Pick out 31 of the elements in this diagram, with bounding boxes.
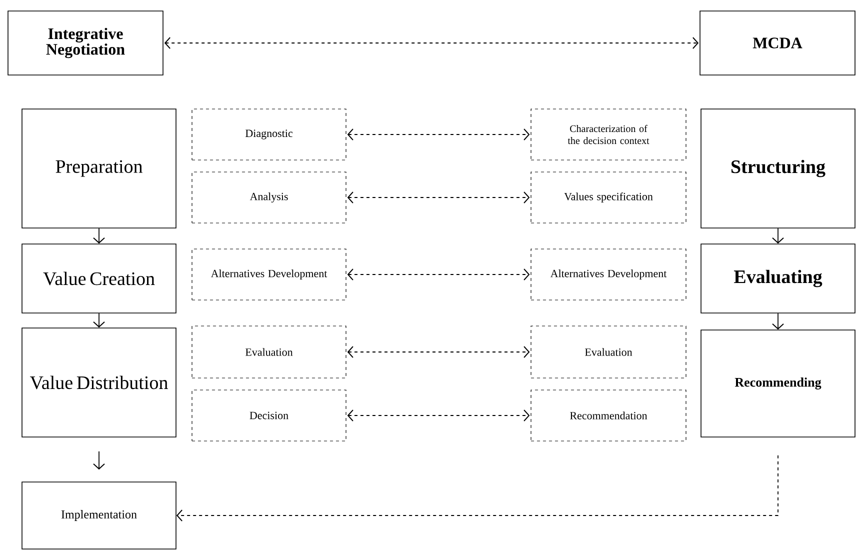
- arrow: [347, 410, 530, 422]
- phase-box: Evaluating: [700, 244, 856, 314]
- arrow: [93, 450, 105, 470]
- step-box: Recommendation: [530, 390, 686, 442]
- arrow: [93, 312, 105, 328]
- step-box: Characterization of the decision context: [530, 108, 686, 160]
- arrow: [347, 192, 530, 204]
- step-box: Analysis: [192, 172, 346, 224]
- step-box: Evaluation: [530, 326, 686, 378]
- phase-box: Value Distribution: [22, 328, 176, 438]
- arrow: [176, 454, 778, 522]
- step-box: Values specification: [530, 172, 686, 224]
- arrow: [347, 346, 530, 358]
- arrow: [93, 228, 105, 244]
- phase-box: Implementation: [22, 482, 176, 550]
- step-box: Alternatives Development: [530, 248, 686, 300]
- step-box: Decision: [192, 390, 346, 442]
- heading-box: Integrative Negotiation: [8, 10, 164, 76]
- arrow: [772, 228, 784, 244]
- step-box: Evaluation: [192, 326, 346, 378]
- arrow: [164, 37, 699, 49]
- phase-box: Structuring: [700, 108, 856, 228]
- phase-box: Value Creation: [22, 244, 176, 314]
- phase-box: Recommending: [700, 330, 856, 438]
- phase-box: Preparation: [22, 108, 176, 228]
- heading-box: MCDA: [700, 10, 856, 76]
- step-box: Diagnostic: [192, 108, 346, 160]
- arrow: [772, 312, 784, 330]
- arrow: [347, 128, 530, 140]
- step-box: Alternatives Development: [192, 248, 346, 300]
- arrow: [347, 268, 530, 280]
